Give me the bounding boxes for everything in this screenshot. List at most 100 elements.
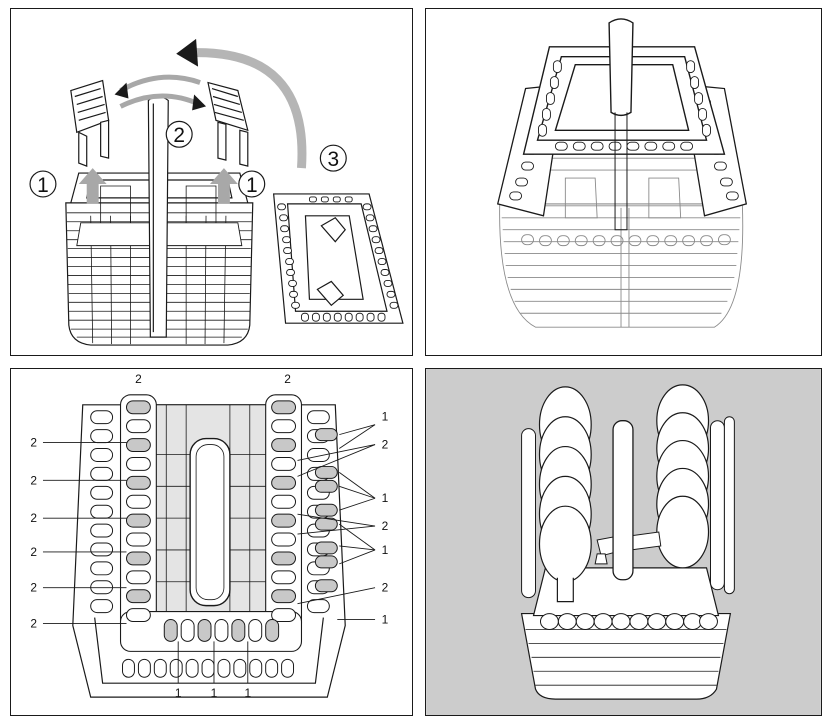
outer-bottom-slot — [185, 658, 199, 678]
fork-slot — [314, 517, 338, 531]
bottom-row-slot — [248, 619, 263, 642]
outer-left-slot — [90, 448, 114, 462]
outer-left-slot — [90, 504, 114, 519]
leader-line — [339, 549, 376, 565]
label-spoon-slot: 2 — [382, 581, 389, 595]
label-spoon-slot: 2 — [382, 438, 389, 452]
left-column-slot — [125, 513, 151, 528]
assembled-basket-panel — [425, 8, 822, 356]
svg-text:3: 3 — [327, 148, 339, 171]
svg-text:2: 2 — [173, 124, 185, 147]
right-column-slot — [271, 513, 297, 528]
right-column-slot — [271, 608, 297, 623]
leader-line — [339, 424, 376, 449]
loaded-basket-panel — [425, 368, 822, 716]
leader-line — [297, 513, 376, 527]
outer-left-slot — [90, 561, 114, 576]
fork-slot — [314, 465, 338, 479]
left-column-slot — [125, 589, 151, 604]
outer-bottom-slot — [137, 658, 151, 678]
label-spoon-slot-top-right: 2 — [284, 372, 291, 386]
outer-bottom-slot — [217, 658, 231, 678]
outer-right-slot — [306, 448, 330, 462]
label-fork-slot: 1 — [382, 410, 389, 424]
label-spoon-slot: 2 — [30, 511, 37, 525]
label-spoon-slot: 2 — [30, 473, 37, 487]
right-column-slot — [271, 589, 297, 604]
outer-bottom-slot — [122, 658, 135, 678]
label-spoon-slot-top-left: 2 — [135, 372, 142, 386]
leader-line — [339, 485, 376, 499]
leader-line — [339, 497, 376, 511]
slots-layer — [90, 400, 338, 678]
left-column-slot — [125, 438, 151, 453]
swap-arrowheads — [114, 82, 207, 111]
right-column-slot — [271, 551, 297, 566]
left-column-slot — [125, 494, 151, 509]
lift-arrows — [78, 168, 238, 204]
label-spoon-slot: 2 — [30, 545, 37, 559]
insert-tray — [272, 193, 404, 324]
step-1-right-badge: 1 — [238, 170, 266, 198]
leader-line — [297, 587, 376, 605]
outer-bottom-slot — [201, 658, 215, 678]
left-column-slot — [125, 532, 151, 547]
svg-text:1: 1 — [37, 174, 49, 197]
fork-slot — [314, 503, 338, 517]
leader-line — [297, 525, 376, 535]
bottom-row-slot — [231, 619, 246, 642]
outer-bottom-slot — [233, 658, 247, 678]
left-column-slot — [125, 475, 151, 490]
spoons-in-bottom — [539, 613, 718, 630]
outer-left-slot — [90, 429, 114, 444]
leader-line — [297, 444, 376, 477]
left-column-slot — [125, 419, 151, 434]
left-column-slot — [125, 456, 151, 471]
bottom-row-slot — [180, 619, 195, 642]
right-column-slot — [271, 400, 297, 415]
leader-line — [338, 523, 376, 551]
bottom-row-slot — [197, 619, 212, 642]
leader-line — [339, 424, 376, 436]
bottom-row-slot — [163, 619, 178, 642]
outer-left-slot — [90, 523, 114, 538]
right-column-slot — [271, 532, 297, 547]
fork-slot — [314, 579, 338, 593]
svg-text:1: 1 — [246, 174, 258, 197]
right-column-slot — [271, 419, 297, 434]
label-spoon-slot: 2 — [30, 436, 37, 450]
right-lid — [207, 81, 249, 167]
label-fork-slot: 1 — [382, 613, 389, 627]
step-3-badge: 3 — [319, 144, 347, 172]
right-column-slot — [271, 570, 297, 585]
knife-rows — [521, 416, 735, 599]
fork-slot — [314, 541, 338, 555]
left-spoon-stack — [538, 386, 592, 603]
right-column-slot — [271, 438, 297, 453]
swap-arrows — [119, 74, 202, 109]
fork-slot — [314, 428, 338, 442]
bottom-row-slot — [265, 619, 280, 642]
outer-left-slot — [90, 466, 114, 481]
left-column-slot — [125, 400, 151, 415]
outer-bottom-slot — [281, 658, 295, 678]
label-fork-slot-bottom: 1 — [175, 686, 182, 700]
left-column-slot — [125, 570, 151, 585]
outer-bottom-slot — [249, 658, 263, 678]
label-fork-slot-bottom: 1 — [244, 686, 251, 700]
left-column-slot — [125, 608, 151, 623]
bottom-row-slot — [214, 619, 229, 642]
basket-body — [499, 157, 744, 328]
right-spoon-stack — [656, 384, 710, 569]
move-insert-arrow — [176, 38, 307, 169]
label-fork-slot: 1 — [382, 543, 389, 557]
handle-loaded — [612, 420, 634, 581]
outer-bottom-slot — [153, 658, 167, 678]
right-column-slot — [271, 456, 297, 471]
leader-lines-layer — [42, 424, 376, 684]
assembly-steps-panel: 1 1 2 3 — [10, 8, 413, 356]
outer-left-slot — [90, 410, 114, 425]
leader-line — [338, 472, 376, 499]
outer-left-slot — [90, 542, 114, 557]
